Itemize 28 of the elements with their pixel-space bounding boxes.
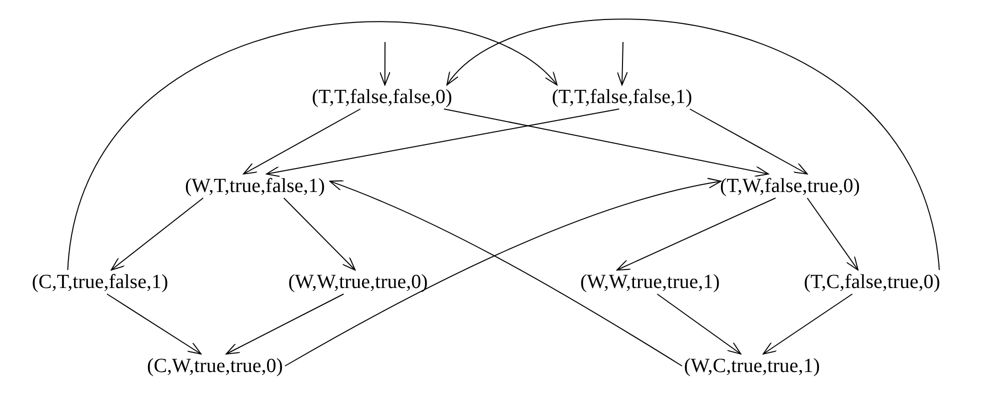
arrow xyxy=(226,294,344,354)
state-label: (C,W,true,true,0) xyxy=(145,354,285,378)
arrow xyxy=(689,108,808,174)
arrow xyxy=(266,108,620,178)
arrow xyxy=(67,21,558,270)
arrow xyxy=(379,42,390,86)
arrow xyxy=(616,42,628,86)
state-label: (T,T,false,false,1) xyxy=(550,85,694,109)
state-label: (W,W,true,true,0) xyxy=(286,270,430,294)
arrow xyxy=(444,108,769,177)
state-label: (C,T,true,false,1) xyxy=(30,270,170,294)
arrow xyxy=(446,19,940,270)
arrow xyxy=(283,198,356,270)
arrow xyxy=(762,294,853,354)
arrow xyxy=(616,198,776,270)
arrow xyxy=(284,178,722,366)
state-label: (T,W,false,true,0) xyxy=(718,174,862,198)
state-label: (T,C,false,true,0) xyxy=(802,270,942,294)
arrow xyxy=(242,108,361,174)
arrow xyxy=(110,198,204,270)
arrow xyxy=(806,198,858,270)
arrow xyxy=(106,294,202,354)
state-label: (T,T,false,false,0) xyxy=(310,85,454,109)
state-label: (W,W,true,true,1) xyxy=(578,270,722,294)
arrow xyxy=(329,180,683,366)
arrow xyxy=(656,294,742,354)
state-label: (W,T,true,false,1) xyxy=(183,174,327,198)
state-label: (W,C,true,true,1) xyxy=(682,354,822,378)
